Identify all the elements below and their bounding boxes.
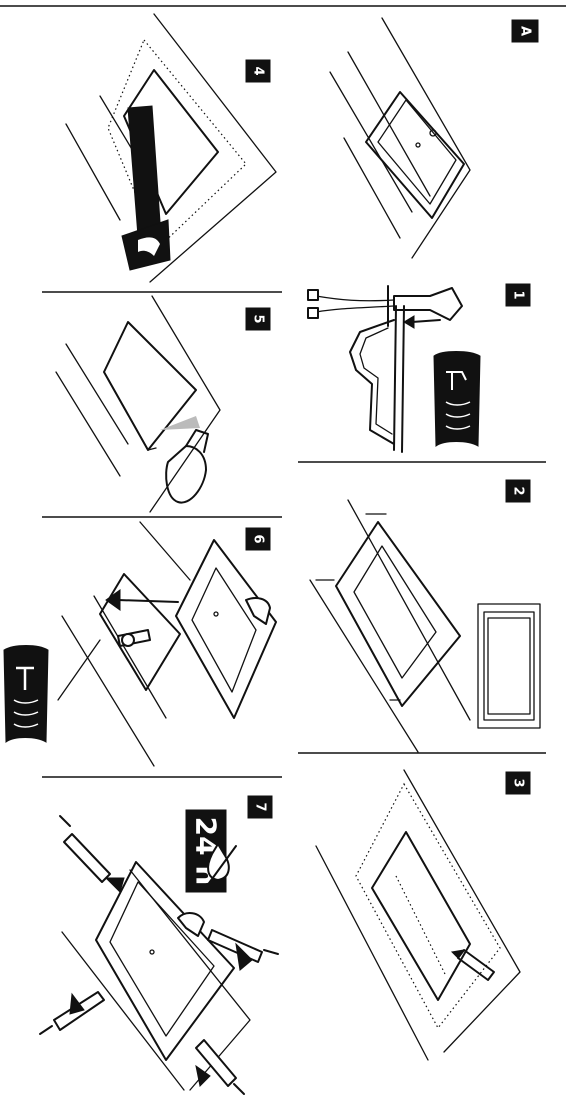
sink-wall <box>394 306 404 452</box>
counter-edge <box>316 770 520 1060</box>
place-arrow <box>118 600 178 602</box>
panel-step-7: 7 24 h <box>40 796 278 1094</box>
clamp-icon <box>178 913 204 936</box>
counter-edge <box>62 870 250 1090</box>
template-inner <box>354 546 436 678</box>
step-label: 2 <box>511 486 526 495</box>
step-label: 7 <box>253 802 268 811</box>
step-label: 6 <box>251 534 266 543</box>
step-label: 4 <box>251 66 266 75</box>
counter-edge <box>66 14 276 282</box>
sink-bowl <box>378 100 456 204</box>
caulk-gun-icon <box>196 1040 244 1094</box>
panel-step-6: 6 <box>4 522 276 766</box>
template-marks <box>316 514 400 700</box>
panel-overview: A <box>330 18 538 258</box>
template-sheet-icon <box>478 604 540 728</box>
spray-mist <box>160 416 200 430</box>
panel-step-1: 1 <box>308 284 530 452</box>
callout-line <box>58 640 100 700</box>
drain-hole <box>416 143 420 147</box>
sink <box>176 540 276 718</box>
panel-step-4: 4 <box>66 14 276 282</box>
arrow-head <box>404 316 414 328</box>
caulk-gun-icon <box>60 816 124 892</box>
cutout-depth <box>104 372 156 450</box>
step-label: 1 <box>511 290 526 299</box>
cutout-hole <box>104 322 196 450</box>
sink-profile-inner <box>360 328 392 434</box>
counter-edge <box>56 296 220 512</box>
template-sheet-cutout <box>488 618 530 714</box>
step-label: 5 <box>251 314 266 323</box>
saw-icon <box>128 106 160 236</box>
insert-arrow <box>412 320 440 322</box>
panel-step-5: 5 <box>56 296 270 512</box>
supply-hoses <box>316 296 394 312</box>
panel-step-3: 3 <box>316 770 530 1060</box>
hose-fitting <box>308 290 318 300</box>
faucet-manual-icon <box>434 352 480 447</box>
sink-profile <box>350 320 394 444</box>
step-label: 3 <box>511 778 526 787</box>
drain-hole <box>150 950 154 954</box>
counter-edge <box>330 18 470 258</box>
hose-fitting <box>308 308 318 318</box>
caulk-gun-icon <box>40 992 104 1034</box>
sink-bowl <box>110 882 214 1036</box>
template-sheet-border <box>484 612 534 720</box>
cut-line-outer <box>356 784 500 1028</box>
spray-bottle-icon <box>166 446 206 503</box>
cut-outline <box>372 832 470 1000</box>
panel-label: A <box>518 26 533 36</box>
template-outline <box>336 522 460 706</box>
panel-step-2: 2 <box>310 480 540 752</box>
cut-line-inner <box>396 876 446 976</box>
bracket-knob <box>122 634 134 646</box>
